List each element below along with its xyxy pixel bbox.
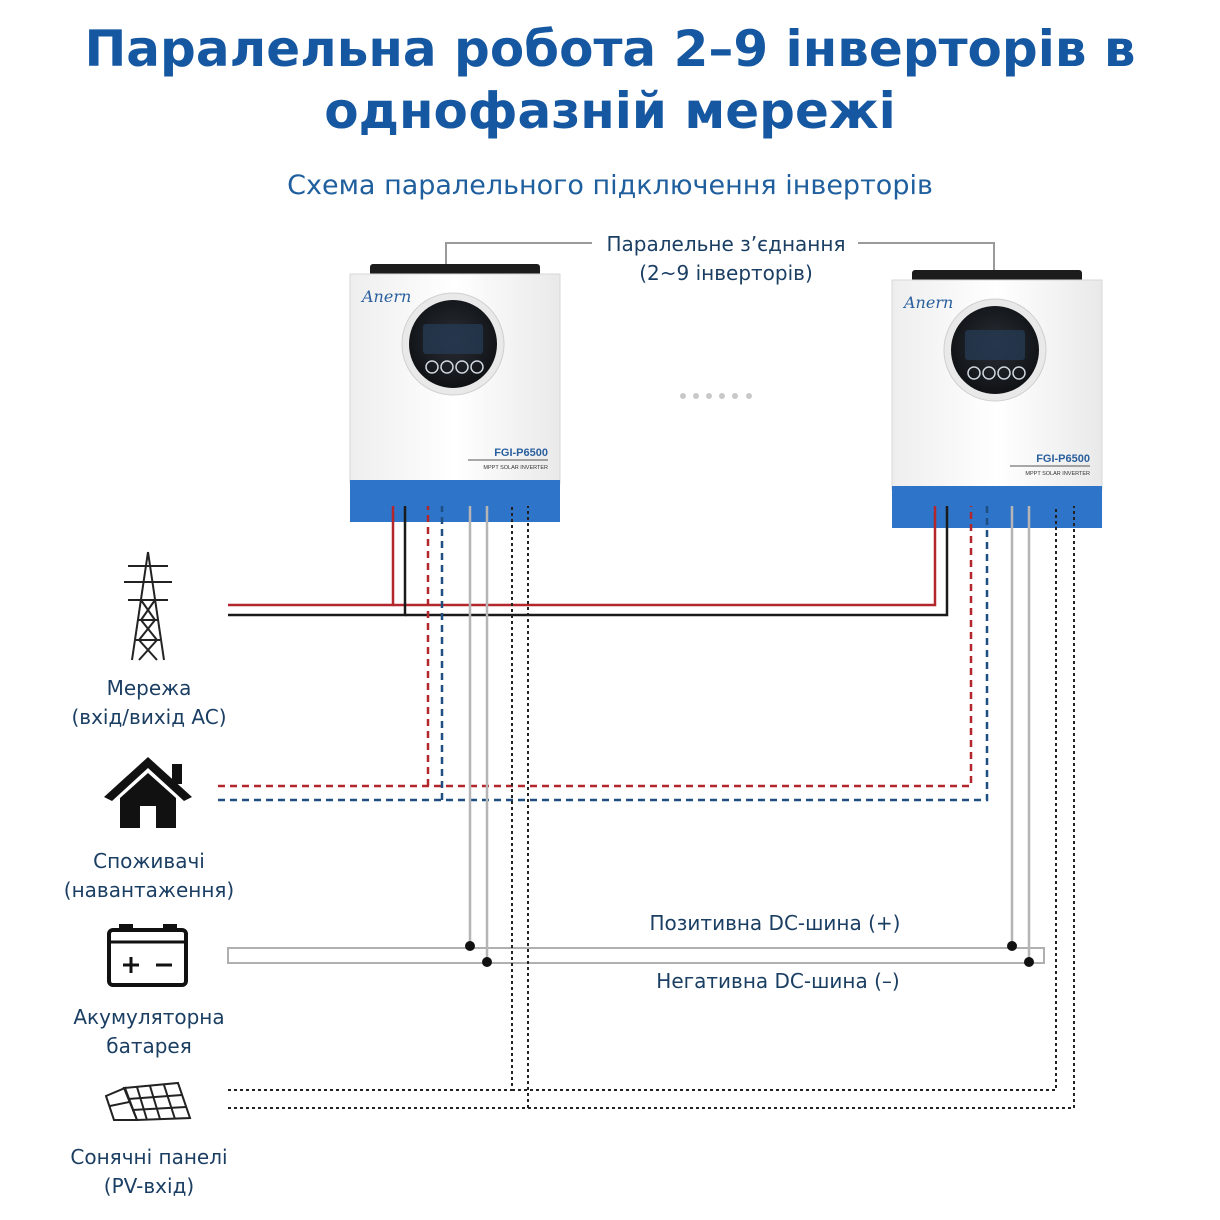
battery-label-line1: Акумуляторна — [73, 1005, 225, 1029]
page-subtitle: Схема паралельного підключення інверторі… — [287, 170, 933, 201]
brand-logo: Anern — [360, 287, 411, 306]
house-icon — [104, 757, 192, 828]
battery-label-line2: батарея — [106, 1034, 192, 1058]
page-title: Паралельна робота 2–9 інверторів в одноф… — [0, 18, 1220, 142]
parallel-bracket — [445, 242, 995, 270]
type-label: MPPT SOLAR INVERTER — [483, 465, 548, 471]
page-title-line2: однофазній мережі — [324, 82, 896, 140]
positive-bus-label: Позитивна DC-шина (+) — [649, 911, 901, 935]
loads-label-line1: Споживачі — [93, 849, 205, 873]
solar-label: Сонячні панелі (PV-вхід) — [40, 1143, 258, 1201]
parallel-label-line2: (2~9 інверторів) — [639, 261, 813, 285]
more-inverters-dots — [680, 393, 752, 399]
parallel-label-line1: Паралельне з’єднання — [606, 232, 846, 256]
model-label: FGI-P6500 — [1036, 453, 1090, 465]
lcd-display-icon — [943, 298, 1047, 402]
grid-label-line2: (вхід/вихід AC) — [71, 705, 227, 729]
dc-bus — [227, 506, 1045, 967]
model-label: FGI-P6500 — [494, 447, 548, 459]
battery-label: Акумуляторна батарея — [40, 1003, 258, 1061]
type-label: MPPT SOLAR INVERTER — [1025, 471, 1090, 477]
inverter-unit-2: Anern FGI-P6500 MPPT SOLAR INVERTER — [891, 270, 1103, 528]
solar-label-line2: (PV-вхід) — [103, 1174, 195, 1198]
grid-ac-wires — [228, 506, 949, 617]
solar-label-line1: Сонячні панелі — [70, 1145, 228, 1169]
parallel-connection-label: Паралельне з’єднання (2~9 інверторів) — [600, 230, 852, 288]
loads-label-line2: (навантаження) — [63, 878, 235, 902]
pv-wires — [228, 506, 1075, 1109]
power-tower-icon — [124, 551, 172, 661]
load-wires — [218, 506, 989, 802]
solar-panel-icon — [104, 1081, 192, 1122]
battery-icon — [107, 924, 188, 987]
loads-label: Споживачі (навантаження) — [40, 847, 258, 905]
page-title-line1: Паралельна робота 2–9 інверторів в — [84, 20, 1136, 78]
grid-label: Мережа (вхід/вихід AC) — [40, 674, 258, 732]
negative-bus-label: Негативна DC-шина (–) — [656, 969, 900, 993]
inverter-unit-1: Anern FGI-P6500 MPPT SOLAR INVERTER — [349, 264, 561, 522]
lcd-display-icon — [401, 292, 505, 396]
brand-logo: Anern — [902, 293, 953, 312]
grid-label-line1: Мережа — [106, 676, 192, 700]
